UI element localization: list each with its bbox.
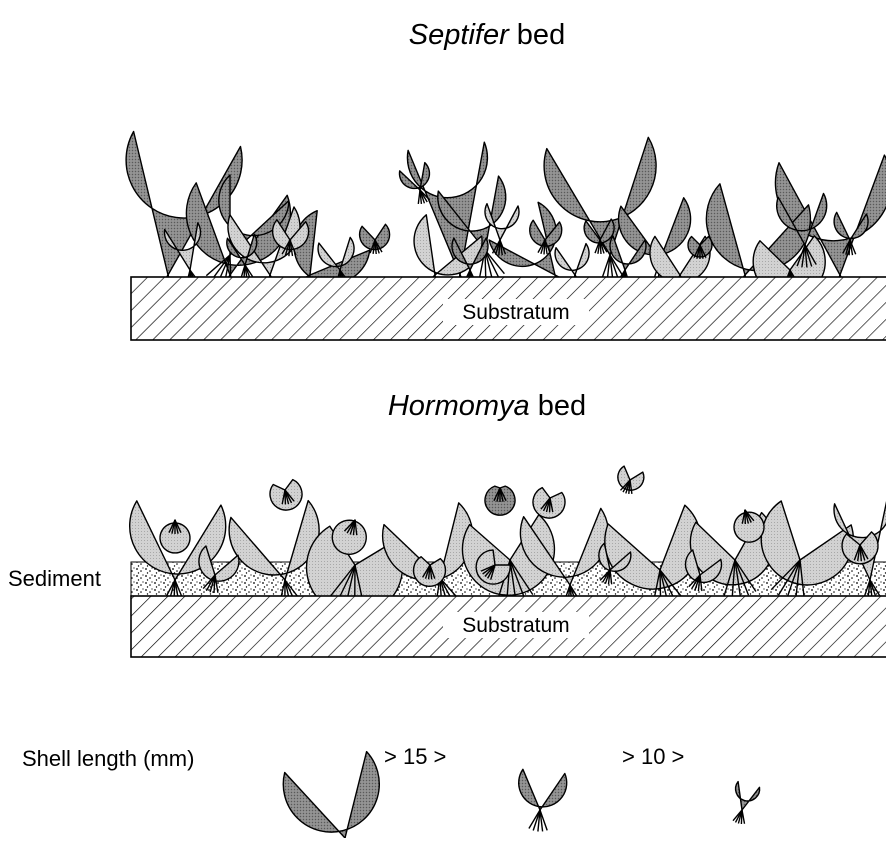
hormomya-shell [414, 557, 446, 587]
legend-shell-large [283, 752, 379, 838]
hormomya-substratum-label: Substratum [462, 614, 569, 637]
septifer-substratum-label: Substratum [462, 301, 569, 324]
sediment-label: Sediment [8, 566, 101, 591]
hormomya-shell [332, 520, 366, 554]
hormomya-bed-title: Hormomya bed [388, 390, 586, 422]
hormomya-shell [160, 520, 190, 553]
hormomya-shell [842, 532, 878, 564]
hormomya-shell [270, 480, 302, 510]
legend-shell-medium [519, 769, 567, 831]
legend-comparison-15: > 15 > [384, 744, 446, 769]
legend-comparison-10: > 10 > [622, 744, 684, 769]
hormomya-shell [734, 510, 764, 542]
septifer-bed-title: Septifer bed [409, 19, 565, 51]
hormomya-shell [533, 488, 565, 518]
legend-shell-length-label: Shell length (mm) [22, 746, 194, 771]
legend-shell-small [733, 782, 760, 824]
hormomya-shell [618, 466, 644, 494]
legend-shell-size-group [283, 752, 759, 838]
hormomya-shell [485, 486, 515, 515]
septifer-shell [360, 224, 390, 254]
